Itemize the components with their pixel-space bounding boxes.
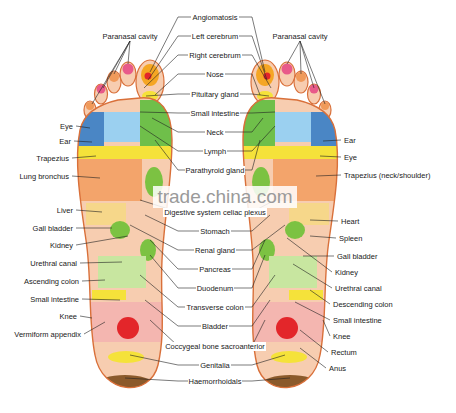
part-label: Knee [332, 332, 352, 341]
part-label: Left cerebrum [191, 32, 239, 41]
part-label: Ear [343, 136, 357, 145]
part-label: Small intestine [190, 109, 241, 118]
part-label: Liver [56, 206, 74, 215]
part-label: Kidney [334, 268, 359, 277]
part-label: Right cerebrum [188, 51, 241, 60]
part-label: Pituitary gland [190, 90, 240, 99]
part-label: Gall bladder [336, 252, 378, 261]
part-label: Urethral canal [29, 259, 78, 268]
part-label: Gall bladder [32, 224, 74, 233]
part-label: Stomach [199, 227, 231, 236]
part-label: Pancreas [198, 265, 232, 274]
part-label: Genitalia [199, 361, 231, 370]
watermark: trade.china.com [153, 186, 296, 208]
part-label: Parathyroid gland [185, 166, 246, 175]
part-label: Haemorrhoidals [188, 377, 243, 386]
part-label: Vermiform appendix [13, 330, 82, 339]
part-label: Trapezius (neck/shoulder) [343, 171, 431, 180]
part-label: Neck [205, 128, 224, 137]
part-label: Spleen [338, 234, 363, 243]
part-label: Coccygeal bone sacroanterior [164, 342, 266, 351]
part-label: Duodenum [196, 284, 235, 293]
part-label: Descending colon [332, 300, 394, 309]
part-label: Eye [343, 153, 358, 162]
part-label: Urethral canal [334, 284, 383, 293]
part-label: Paranasal cavity [271, 32, 328, 41]
part-label: Kidney [49, 241, 74, 250]
leader-lines [72, 17, 341, 381]
part-label: Renal gland [194, 246, 236, 255]
part-label: Anus [328, 364, 347, 373]
part-label: Knee [58, 312, 78, 321]
part-label: Heart [340, 217, 360, 226]
part-label: Lung bronchus [18, 172, 70, 181]
part-label: Small intestine [332, 316, 383, 325]
part-label: Angiomatosis [191, 13, 238, 22]
part-label: Ear [58, 137, 72, 146]
part-label: Rectum [330, 348, 358, 357]
part-label: Lymph [203, 147, 227, 156]
part-label: Small intestine [29, 295, 80, 304]
part-label: Bladder [201, 322, 229, 331]
part-label: Ascending colon [23, 277, 80, 286]
part-label: Digestive system celiac plexus [163, 208, 267, 217]
part-label: Eye [59, 122, 74, 131]
part-label: Trapezius [35, 154, 70, 163]
part-label: Nose [205, 70, 225, 79]
part-label: Transverse colon [185, 303, 244, 312]
part-label: Paranasal cavity [101, 32, 158, 41]
